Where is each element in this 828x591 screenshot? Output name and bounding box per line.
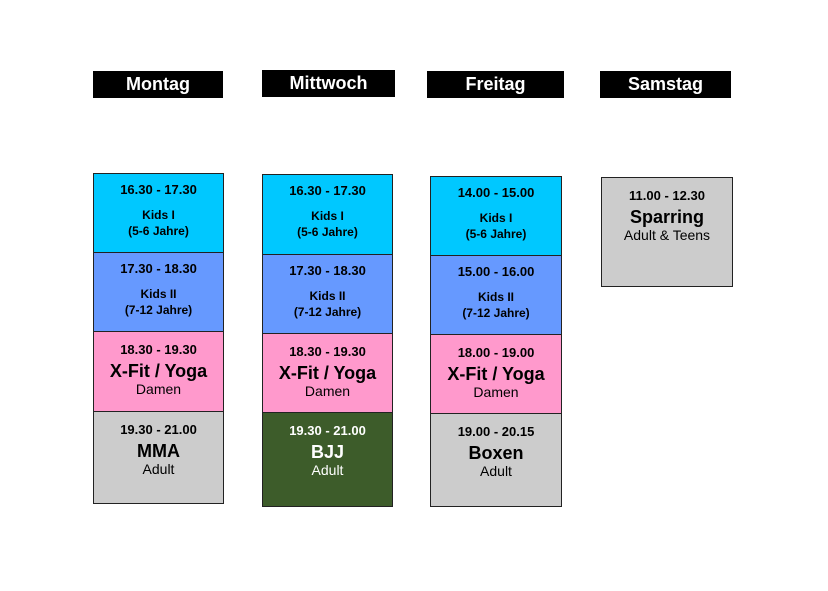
slot-time: 19.30 - 21.00 (120, 422, 197, 437)
slot-class-name: Kids II (477, 290, 514, 304)
slot-class-subtitle: (7-12 Jahre) (124, 303, 193, 317)
slot-class-name: MMA (137, 441, 180, 461)
slot-class-name: X-Fit / Yoga (278, 363, 377, 383)
day-header-montag: Montag (93, 71, 223, 98)
slot-class-name: Kids I (311, 209, 344, 223)
slot-class-subtitle: Adult & Teens (623, 227, 711, 243)
slot-class-subtitle: (5-6 Jahre) (297, 225, 358, 239)
slot-class-name: Sparring (629, 207, 704, 227)
slot-time: 11.00 - 12.30 (629, 188, 705, 203)
slot-class-subtitle: Damen (304, 383, 351, 399)
slot-class-name: Kids II (309, 289, 346, 303)
slot-class-subtitle: Damen (473, 384, 519, 400)
slot-class-subtitle: Damen (135, 381, 182, 397)
slot-class-subtitle: (7-12 Jahre) (462, 306, 530, 320)
slot-class-name: X-Fit / Yoga (109, 361, 208, 381)
slot-time: 14.00 - 15.00 (457, 185, 535, 200)
slot-time: 17.30 - 18.30 (120, 261, 197, 276)
slot-time: 15.00 - 16.00 (457, 264, 535, 279)
slot-class-subtitle: Adult (311, 462, 344, 478)
slot-time: 16.30 - 17.30 (289, 183, 366, 198)
slot-class-name: X-Fit / Yoga (447, 364, 545, 384)
slot-class-name: Boxen (468, 443, 524, 463)
slot-class-name: Kids II (140, 287, 177, 301)
slot-time: 17.30 - 18.30 (289, 263, 366, 278)
slot-class-subtitle: (5-6 Jahre) (465, 227, 527, 241)
day-header-mittwoch: Mittwoch (262, 70, 395, 97)
slot-time: 19.30 - 21.00 (289, 423, 366, 438)
slot-class-subtitle: (7-12 Jahre) (293, 305, 362, 319)
slot-class-subtitle: (5-6 Jahre) (128, 224, 189, 238)
slot-class-name: Kids I (142, 208, 175, 222)
slot-time: 19.00 - 20.15 (457, 424, 535, 439)
slot-time: 18.30 - 19.30 (289, 344, 366, 359)
slot-time: 18.00 - 19.00 (457, 345, 535, 360)
slot-time: 18.30 - 19.30 (120, 342, 197, 357)
slot-class-name: BJJ (310, 442, 345, 462)
slot-time: 16.30 - 17.30 (120, 182, 197, 197)
day-header-samstag: Samstag (600, 71, 731, 98)
slot-class-name: Kids I (479, 211, 513, 225)
day-header-freitag: Freitag (427, 71, 564, 98)
slot-class-subtitle: Adult (142, 461, 175, 477)
slot-class-subtitle: Adult (480, 463, 512, 479)
